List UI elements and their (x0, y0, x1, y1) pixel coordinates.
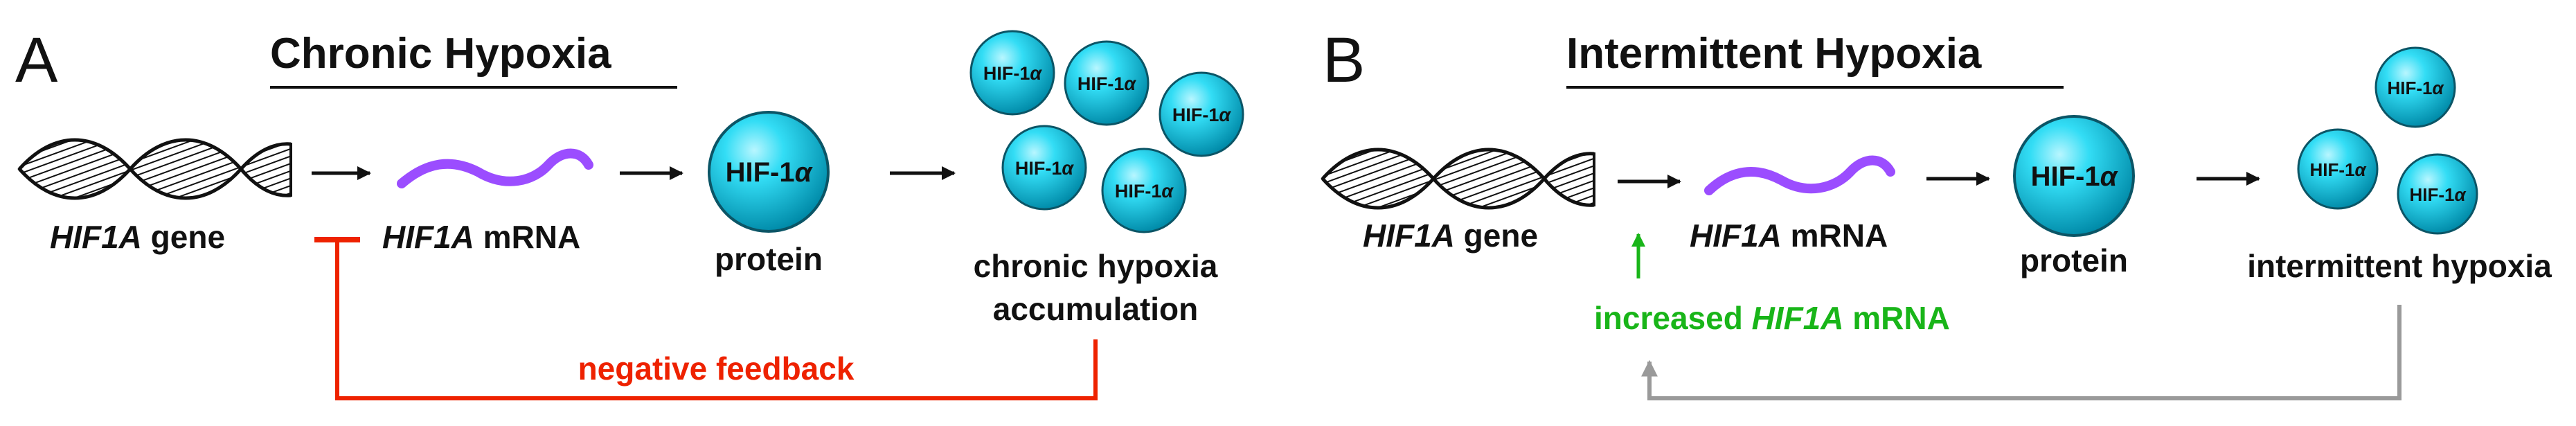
panel-b-mrna-label: HIF1A mRNA (1690, 218, 1888, 254)
hif1a-sphere-icon: HIF-1α (1101, 148, 1187, 233)
svg-text:HIF-1α: HIF-1α (2309, 159, 2367, 180)
panel-b-mrna-wave (1704, 155, 1895, 195)
hif1a-sphere-icon: HIF-1α (1159, 71, 1244, 157)
panel-b-gene-label: HIF1A gene (1363, 218, 1538, 254)
panel-a-protein-hif1a-icon: HIF-1α (708, 111, 830, 233)
positive-feedback-loop-arrow (1641, 305, 2401, 400)
panel-a-accum-label-line1: chronic hypoxia (974, 248, 1218, 284)
svg-text:HIF-1α: HIF-1α (1015, 158, 1075, 179)
panel-b-title: Intermittent Hypoxia (1566, 30, 1982, 78)
panel-a-protein-label: protein (715, 241, 823, 277)
hif1a-gene-dna-icon (17, 138, 292, 200)
svg-text:HIF-1α: HIF-1α (1172, 105, 1232, 125)
panel-a-mrna-label: HIF1A mRNA (382, 219, 580, 255)
negative-feedback-label: negative feedback (578, 350, 855, 387)
hif1a-sphere-icon: HIF-1α (1064, 40, 1150, 126)
negative-feedback-loop (314, 237, 1098, 400)
panel-a: A Chronic Hypoxia HIF1A gene HIF1A mRNA … (15, 25, 1244, 400)
panel-b-protein-label: protein (2020, 242, 2128, 278)
svg-text:HIF-1α: HIF-1α (983, 63, 1043, 84)
svg-text:HIF-1α: HIF-1α (726, 157, 814, 188)
panel-a-gene-label: HIF1A gene (50, 219, 225, 255)
svg-text:HIF-1α: HIF-1α (2409, 184, 2467, 205)
panel-b-protein-hif1a-icon: HIF-1α (2013, 115, 2135, 237)
panel-a-accumulated-hif1a-cluster: HIF-1α HIF-1α HIF-1α HIF-1α HIF-1α (969, 30, 1244, 233)
panel-a-letter: A (15, 25, 58, 96)
panel-b-intermittent-label: intermittent hypoxia (2247, 248, 2552, 284)
panel-a-mrna-wave (397, 148, 593, 188)
hif1a-gene-dna-icon (1321, 148, 1595, 210)
hif1a-sphere-icon: HIF-1α (2297, 128, 2379, 210)
svg-text:HIF-1α: HIF-1α (2387, 78, 2444, 98)
hif1a-sphere-icon: HIF-1α (2374, 46, 2456, 128)
panel-a-title: Chronic Hypoxia (270, 30, 611, 78)
hif1a-sphere-icon: HIF-1α (2397, 153, 2478, 235)
panel-b-intermittent-hif1a-cluster: HIF-1α HIF-1α HIF-1α (2297, 46, 2478, 235)
hif1a-sphere-icon: HIF-1α (1001, 125, 1087, 211)
panel-b: B Intermittent Hypoxia HIF1A gene HIF1A … (1321, 25, 2552, 400)
svg-text:HIF-1α: HIF-1α (1115, 181, 1174, 202)
hif1a-sphere-icon: HIF-1α (969, 30, 1055, 116)
svg-text:HIF-1α: HIF-1α (2031, 161, 2119, 192)
svg-text:HIF-1α: HIF-1α (1077, 73, 1137, 94)
increased-mrna-label: increased HIF1A mRNA (1594, 300, 1950, 336)
panel-a-accum-label-line2: accumulation (993, 291, 1199, 327)
panel-b-letter: B (1323, 25, 1365, 96)
